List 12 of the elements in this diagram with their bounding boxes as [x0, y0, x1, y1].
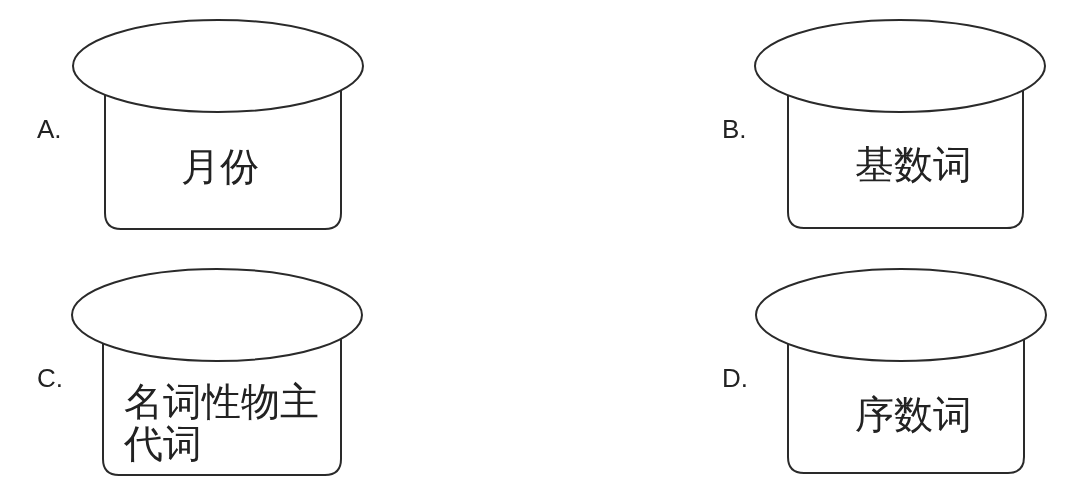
pot-shape	[755, 268, 1047, 474]
pot-shape	[754, 19, 1046, 229]
option-letter: B.	[722, 116, 747, 142]
pot-shape	[71, 268, 363, 476]
pot-label: 序数词	[853, 394, 973, 436]
pot-label: 基数词	[853, 144, 973, 186]
option-letter: A.	[37, 116, 62, 142]
option-letter: D.	[722, 365, 748, 391]
option-letter: C.	[37, 365, 63, 391]
pot-label: 名词性物主代词	[124, 381, 320, 465]
pot-shape	[72, 19, 364, 230]
pot-label: 月份	[180, 146, 260, 188]
